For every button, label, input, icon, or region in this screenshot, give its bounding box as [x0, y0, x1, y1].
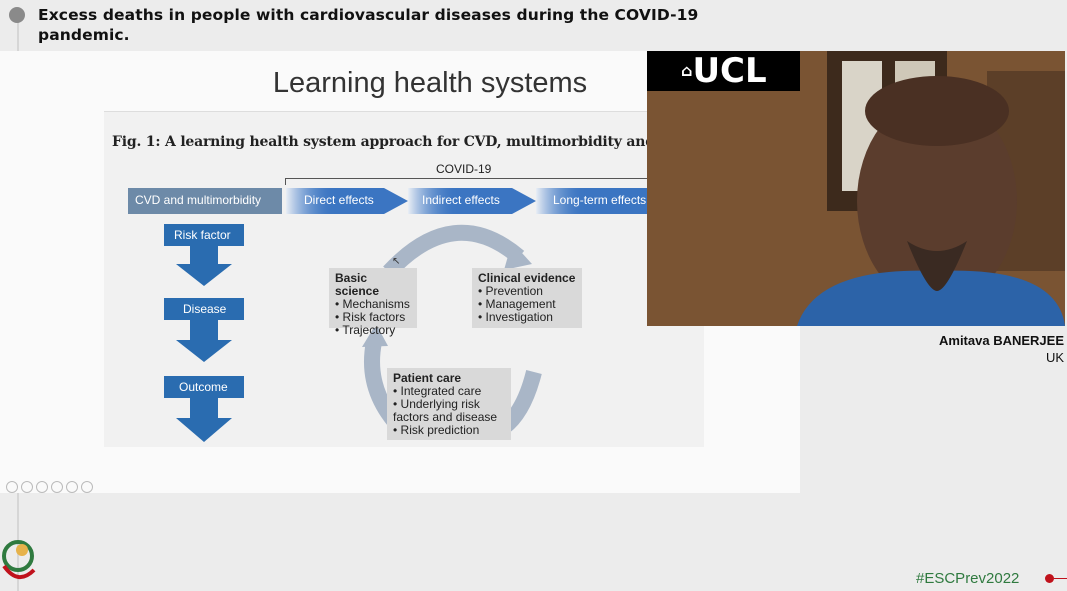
figure-caption: Fig. 1: A learning health system approac… [112, 134, 754, 150]
column-step-outcome: Outcome [179, 380, 228, 394]
slide-controls [6, 481, 93, 493]
red-dot [1045, 574, 1054, 583]
down-arrow-2 [176, 320, 232, 362]
figure-panel: Fig. 1: A learning health system approac… [104, 111, 754, 447]
row-step-cvd: CVD and multimorbidity [135, 193, 262, 207]
column-step-risk-factor: Risk factor [174, 228, 231, 242]
covid-label: COVID-19 [436, 162, 492, 176]
clinical-evidence-card: Clinical evidence Prevention Management … [472, 268, 582, 328]
speaker-country: UK [1045, 350, 1064, 365]
speaker-video-frame [647, 51, 1065, 326]
red-line [1054, 578, 1067, 579]
list-item: Investigation [478, 311, 576, 324]
column-step-disease: Disease [183, 302, 227, 316]
speaker-video: ⌂UCL [647, 51, 1065, 326]
mouse-cursor-icon: ↖ [392, 256, 401, 267]
list-item: Risk prediction [393, 424, 505, 437]
list-item: Management [478, 298, 576, 311]
slide-title: Learning health systems [272, 67, 588, 99]
top-row-arrows [128, 188, 684, 214]
more-icon[interactable] [81, 481, 93, 493]
vertical-flow-arrows [164, 224, 244, 442]
zoom-icon[interactable] [51, 481, 63, 493]
patient-care-card: Patient care Integrated care Underlying … [387, 368, 511, 440]
row-step-long-term: Long-term effects [553, 193, 647, 207]
down-arrow-3 [176, 398, 232, 442]
row-step-direct: Direct effects [304, 193, 374, 207]
patient-care-title: Patient care [393, 371, 462, 385]
list-item: Risk factors [335, 311, 411, 324]
list-item: Trajectory [335, 324, 411, 337]
basic-science-title: Basic science [335, 271, 380, 298]
list-item: Mechanisms [335, 298, 411, 311]
ucl-logo-text: UCL [692, 51, 767, 91]
session-title: Excess deaths in people with cardiovascu… [38, 6, 699, 44]
list-item: Integrated care [393, 385, 505, 398]
cvd-box [128, 188, 282, 214]
prev-slide-icon[interactable] [6, 481, 18, 493]
grid-icon[interactable] [66, 481, 78, 493]
list-item: Underlying risk factors and disease [393, 398, 505, 424]
basic-science-card: Basic science Mechanisms Risk factors Tr… [329, 268, 417, 337]
ucl-logo: ⌂UCL [647, 51, 800, 91]
play-icon[interactable] [21, 481, 33, 493]
esc-logo-icon [2, 540, 36, 579]
speaker-name: Amitava BANERJEE [939, 333, 1064, 348]
list-item: Prevention [478, 285, 576, 298]
hashtag: #ESCPrev2022 [916, 570, 1020, 587]
pen-icon[interactable] [36, 481, 48, 493]
down-arrow-1 [176, 246, 232, 286]
status-dot [9, 7, 25, 23]
clinical-evidence-title: Clinical evidence [478, 271, 576, 285]
row-step-indirect: Indirect effects [422, 193, 500, 207]
